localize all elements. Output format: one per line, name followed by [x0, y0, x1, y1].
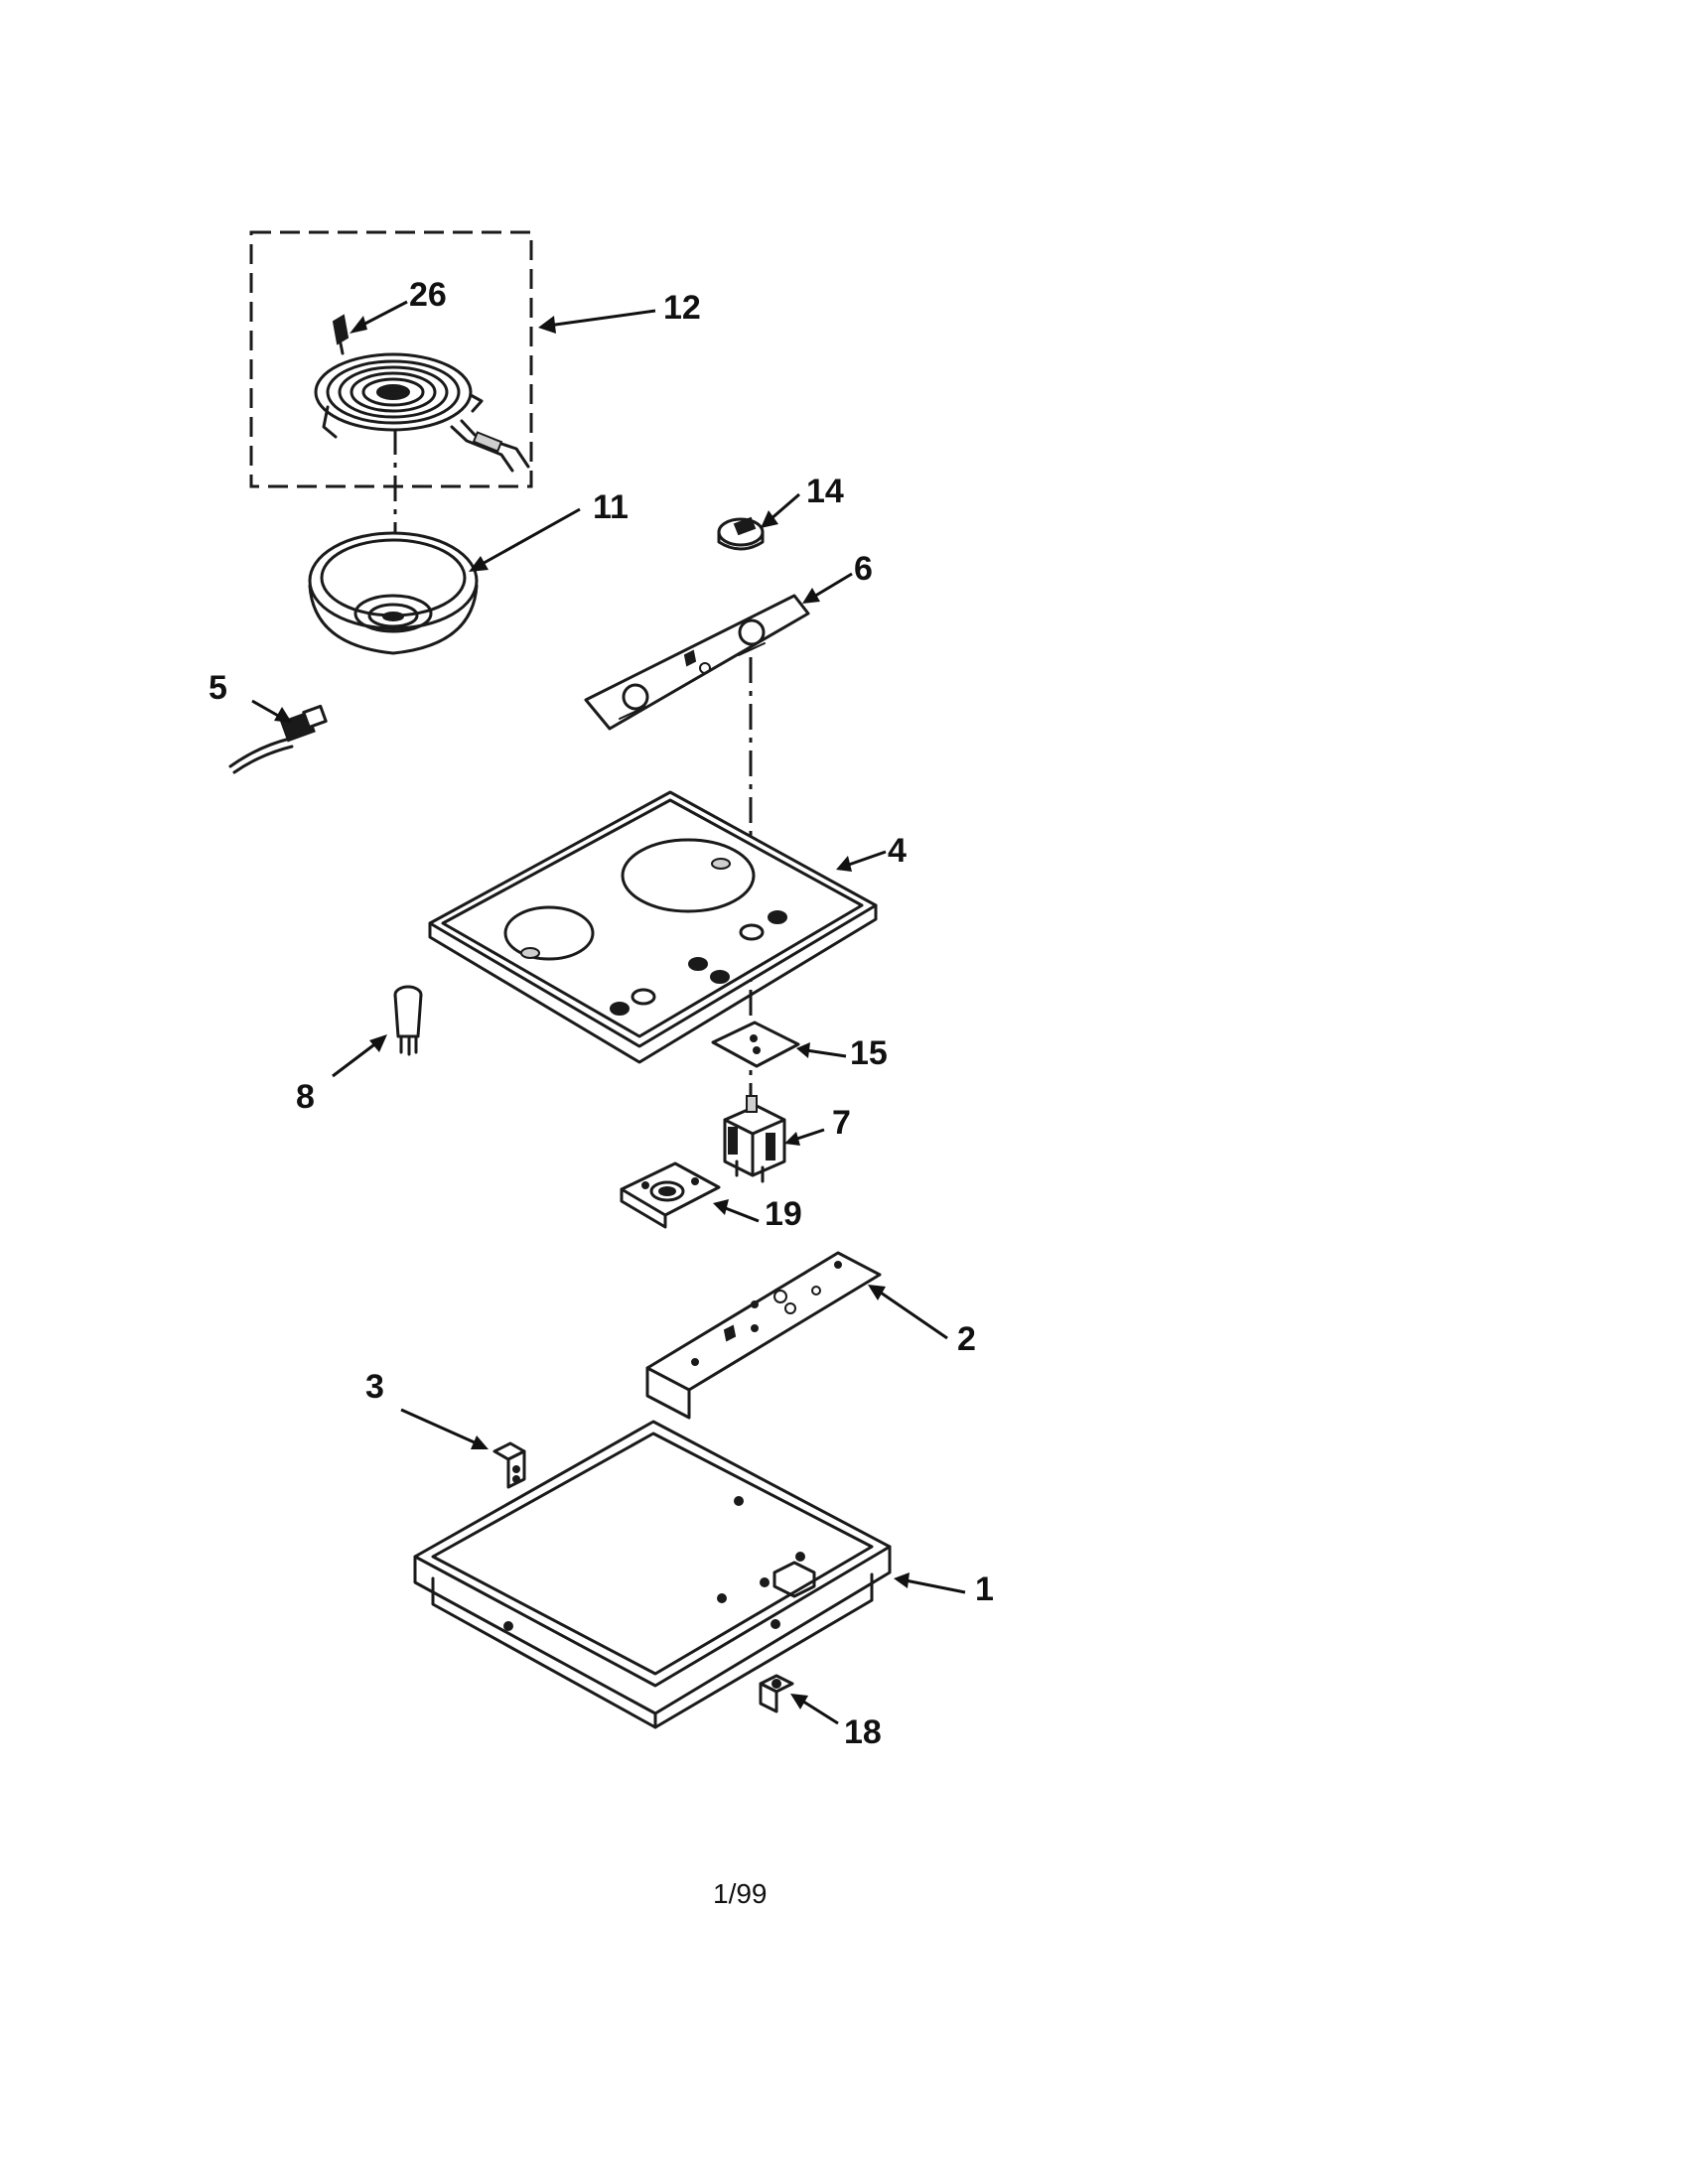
- leader-arrows: [251, 300, 966, 1725]
- part-label-12: 12: [663, 289, 701, 327]
- part-label-4: 4: [888, 832, 907, 870]
- indicator-light-drawing: [393, 985, 423, 1056]
- element-assembly-dashed-box: [249, 230, 533, 488]
- wire-plug-drawing: [228, 704, 328, 774]
- part-label-2: 2: [957, 1320, 976, 1358]
- control-panel-overlay-drawing: [584, 594, 810, 731]
- part-label-18: 18: [844, 1713, 882, 1751]
- switch-bracket-drawing: [620, 1161, 721, 1229]
- part-label-1: 1: [975, 1570, 994, 1608]
- corner-bracket-right-drawing: [759, 1674, 794, 1713]
- insulator-plate-drawing: [711, 1021, 800, 1068]
- part-label-3: 3: [365, 1368, 384, 1406]
- coil-element-drawing: [314, 352, 530, 473]
- part-label-15: 15: [850, 1034, 888, 1072]
- drip-bowl-drawing: [308, 531, 479, 655]
- control-bracket-drawing: [645, 1251, 882, 1420]
- base-pan-drawing: [413, 1420, 892, 1729]
- part-label-7: 7: [832, 1104, 851, 1142]
- control-knob-drawing: [717, 516, 765, 551]
- part-label-26: 26: [409, 276, 447, 314]
- infinite-switch-drawing: [723, 1095, 786, 1183]
- part-label-11: 11: [593, 488, 629, 526]
- part-label-5: 5: [209, 669, 227, 707]
- terminal-clip-drawing: [332, 314, 350, 355]
- corner-bracket-left-drawing: [492, 1441, 526, 1489]
- part-label-19: 19: [765, 1195, 802, 1233]
- part-label-8: 8: [296, 1078, 315, 1116]
- page-footer-code: 1/99: [713, 1878, 768, 1909]
- part-label-14: 14: [806, 473, 844, 510]
- cooktop-panel-drawing: [428, 790, 878, 1064]
- part-label-6: 6: [854, 550, 873, 588]
- surface-element-group: [249, 230, 533, 488]
